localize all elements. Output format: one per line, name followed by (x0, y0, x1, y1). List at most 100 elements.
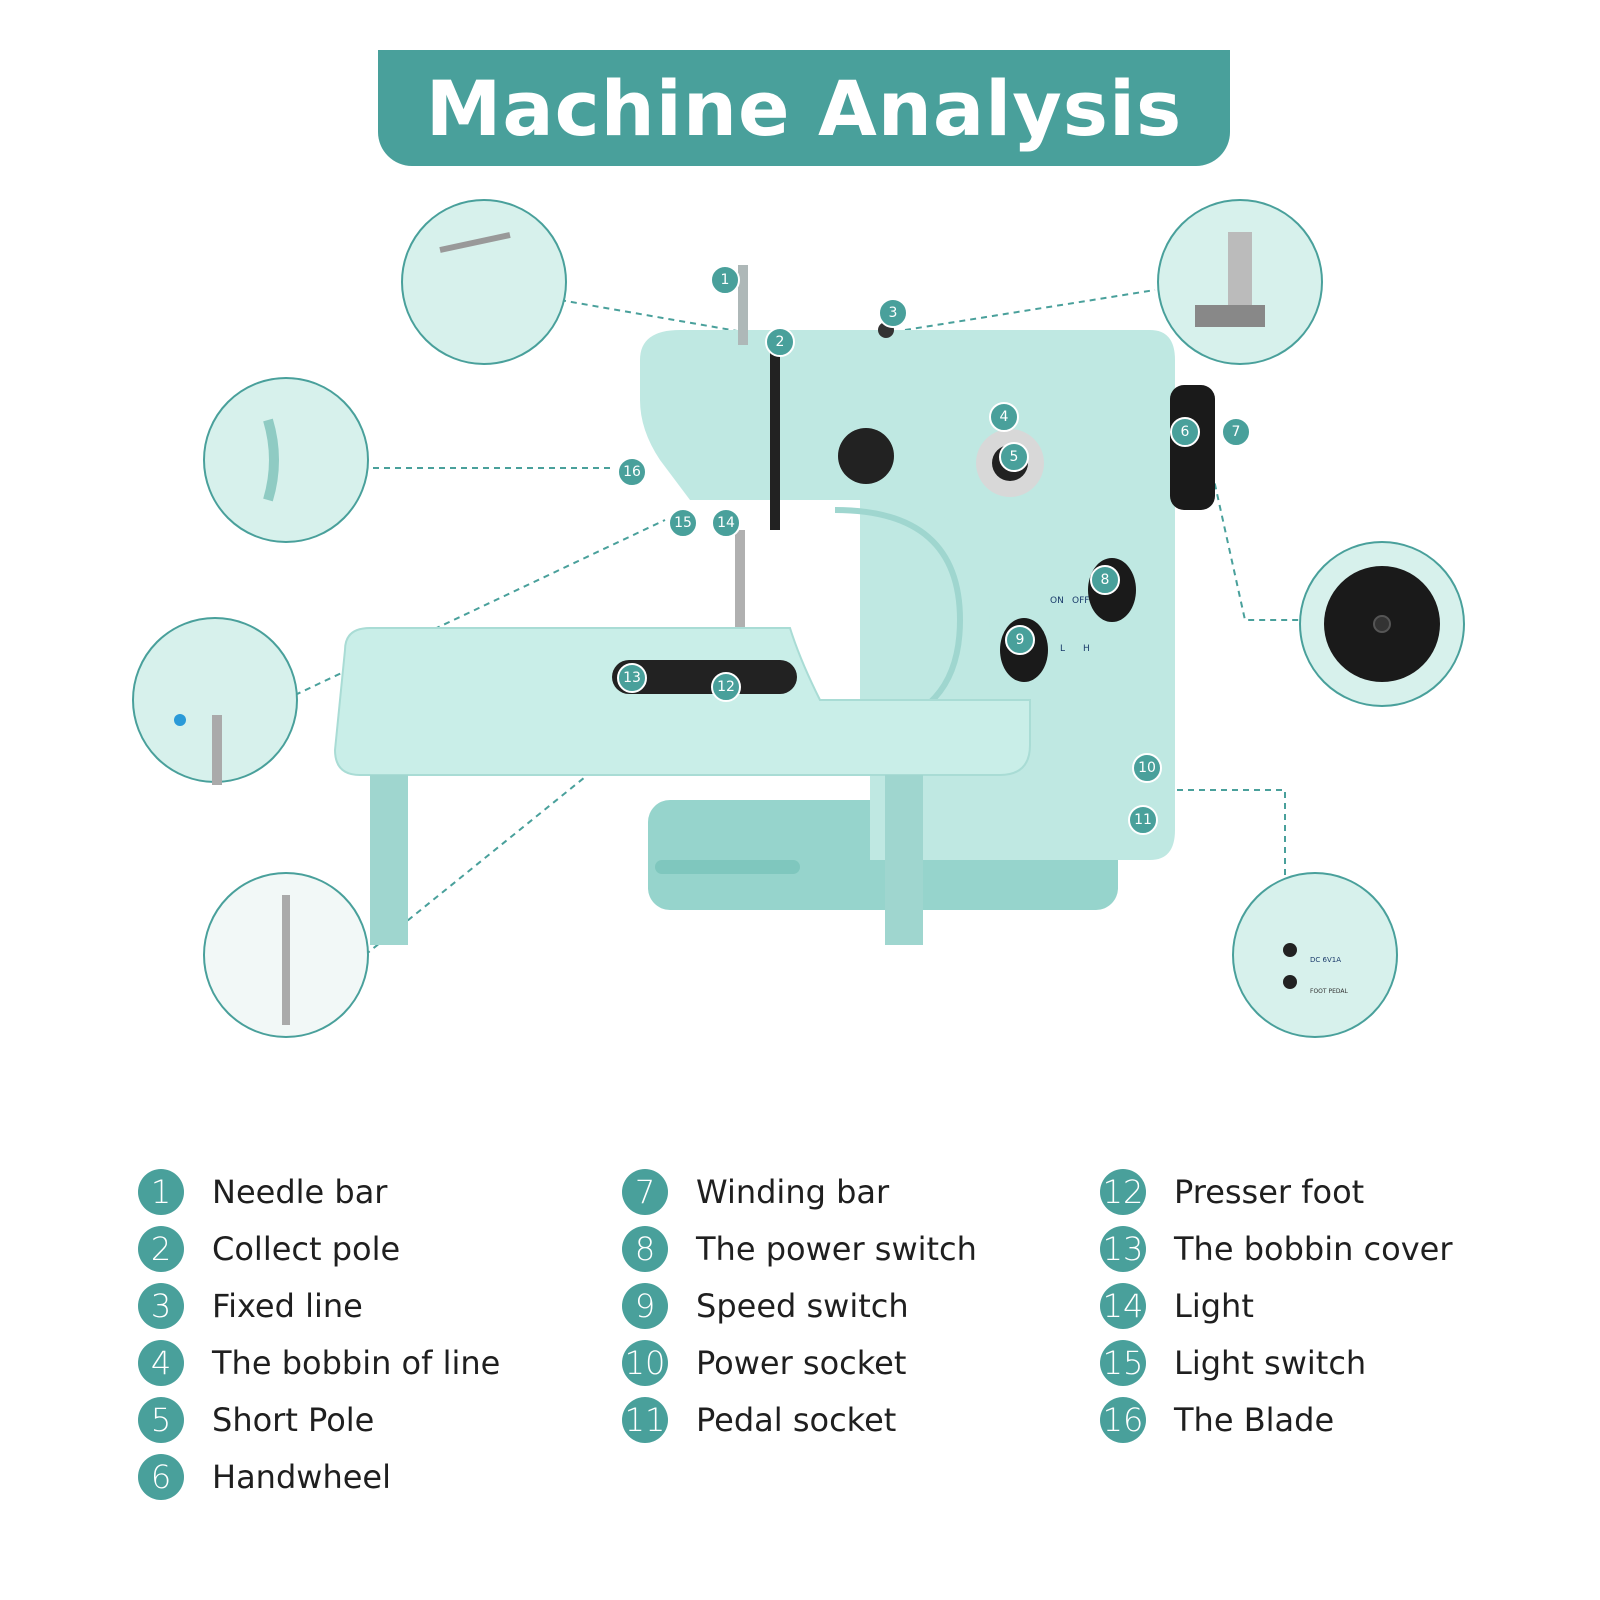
detail-circle-contents: DC 6V1A FOOT PEDAL (174, 232, 1440, 1025)
marker-11: 11 (1128, 805, 1158, 835)
legend-item: 6 Handwheel (138, 1453, 391, 1501)
legend-label: Handwheel (212, 1458, 391, 1496)
svg-text:4: 4 (1000, 409, 1009, 425)
legend-number: 8 (622, 1226, 668, 1272)
switch-on-label: ON (1050, 596, 1064, 606)
legend-number: 4 (138, 1340, 184, 1386)
socket-pedal-label: FOOT PEDAL (1310, 988, 1348, 995)
legend-label: Power socket (696, 1344, 907, 1382)
thread-slot (770, 350, 780, 530)
legend-number: 2 (138, 1226, 184, 1272)
handwheel (1170, 385, 1215, 510)
needle-bar-top (738, 265, 748, 345)
svg-text:9: 9 (1016, 632, 1025, 648)
marker-1: 1 (710, 265, 740, 295)
svg-text:8: 8 (1101, 572, 1110, 588)
marker-13: 13 (617, 663, 647, 693)
svg-text:5: 5 (1010, 449, 1019, 465)
legend-label: The Blade (1174, 1401, 1335, 1439)
extension-table (333, 627, 1031, 776)
marker-6: 6 (1170, 417, 1200, 447)
legend-item: 7 Winding bar (622, 1168, 889, 1216)
svg-text:1: 1 (721, 272, 730, 288)
needle-shaft (735, 530, 745, 630)
legend-item: 12 Presser foot (1100, 1168, 1364, 1216)
detail-circle-thread-guide (401, 199, 567, 365)
legend-label: Presser foot (1174, 1173, 1365, 1211)
leader-line-10 (1155, 789, 1286, 895)
legend-item: 4 The bobbin of line (138, 1339, 500, 1387)
legend-label: Needle bar (212, 1173, 388, 1211)
table-leg-left (370, 775, 408, 945)
marker-9: 9 (1005, 625, 1035, 655)
svg-text:11: 11 (1134, 812, 1152, 828)
marker-3: 3 (878, 298, 908, 328)
marker-10: 10 (1132, 753, 1162, 783)
legend-item: 9 Speed switch (622, 1282, 909, 1330)
base-slot (655, 860, 800, 874)
marker-8: 8 (1090, 565, 1120, 595)
legend-number: 1 (138, 1169, 184, 1215)
legend-number: 16 (1100, 1397, 1146, 1443)
legend-label: Light (1174, 1287, 1254, 1325)
legend-item: 11 Pedal socket (622, 1396, 896, 1444)
legend-label: Collect pole (212, 1230, 401, 1268)
legend-label: Pedal socket (696, 1401, 897, 1439)
legend-label: Light switch (1174, 1344, 1367, 1382)
legend-item: 3 Fixed line (138, 1282, 363, 1330)
sewing-machine: ON OFF L H (333, 265, 1215, 945)
legend-item: 16 The Blade (1100, 1396, 1334, 1444)
bobbin-cover-shape (612, 660, 797, 694)
marker-4: 4 (989, 402, 1019, 432)
detail-circle-sockets (1232, 872, 1398, 1038)
legend-number: 14 (1100, 1283, 1146, 1329)
legend-number: 7 (622, 1169, 668, 1215)
legend-number: 12 (1100, 1169, 1146, 1215)
legend-label: The bobbin of line (212, 1344, 501, 1382)
title-banner: Machine Analysis (378, 50, 1230, 166)
legend-item: 14 Light (1100, 1282, 1254, 1330)
switch-high-label: H (1083, 644, 1090, 654)
svg-text:15: 15 (674, 515, 692, 531)
leader-line-6 (1209, 461, 1300, 621)
legend-item: 1 Needle bar (138, 1168, 387, 1216)
marker-14: 14 (711, 508, 741, 538)
legend-item: 15 Light switch (1100, 1339, 1366, 1387)
marker-12: 12 (711, 672, 741, 702)
switch-low-label: L (1060, 644, 1065, 654)
svg-text:12: 12 (717, 679, 735, 695)
svg-text:3: 3 (889, 305, 898, 321)
legend-label: Speed switch (696, 1287, 909, 1325)
table-leg-right (885, 775, 923, 945)
legend-number: 3 (138, 1283, 184, 1329)
svg-text:16: 16 (623, 464, 641, 480)
marker-2: 2 (765, 327, 795, 357)
machine-arm (860, 500, 990, 740)
marker-7: 7 (1221, 417, 1251, 447)
legend-number: 15 (1100, 1340, 1146, 1386)
svg-text:7: 7 (1232, 424, 1241, 440)
marker-16: 16 (617, 457, 647, 487)
svg-text:13: 13 (623, 670, 641, 686)
legend-label: Fixed line (212, 1287, 363, 1325)
marker-15: 15 (668, 508, 698, 538)
markers: 1 2 3 4 5 6 7 8 9 10 11 12 13 14 15 16 (617, 265, 1251, 835)
legend-number: 6 (138, 1454, 184, 1500)
legend-number: 9 (622, 1283, 668, 1329)
socket-dc-label: DC 6V1A (1310, 956, 1341, 964)
svg-text:6: 6 (1181, 424, 1190, 440)
svg-text:10: 10 (1138, 760, 1156, 776)
svg-text:2: 2 (776, 334, 785, 350)
detail-circle-blade (203, 377, 369, 543)
legend-number: 13 (1100, 1226, 1146, 1272)
legend-label: Winding bar (696, 1173, 890, 1211)
page-title: Machine Analysis (425, 63, 1183, 153)
switch-off-label: OFF (1072, 596, 1089, 606)
tension-dial (838, 428, 894, 484)
machine-diagram: ON OFF L H DC 6V1A FOOT PEDAL (132, 199, 1465, 1038)
legend-number: 11 (622, 1397, 668, 1443)
leader-line-3 (904, 289, 1156, 331)
legend-number: 10 (622, 1340, 668, 1386)
